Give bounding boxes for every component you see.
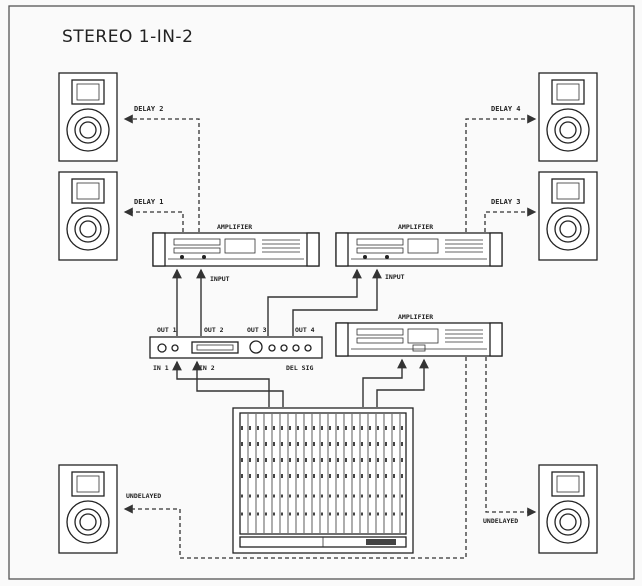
label-input-right: INPUT bbox=[385, 273, 405, 281]
speaker-undelayed-left bbox=[58, 464, 118, 554]
label-out-3: OUT 3 bbox=[247, 326, 267, 334]
label-amplifier-right: AMPLIFIER bbox=[398, 223, 433, 231]
label-amplifier-left: AMPLIFIER bbox=[217, 223, 252, 231]
speaker-undelayed-right bbox=[538, 464, 598, 554]
label-delay-4: DELAY 4 bbox=[491, 105, 521, 113]
label-del-sig: DEL SIG bbox=[286, 364, 313, 372]
label-undelayed-left: UNDELAYED bbox=[126, 492, 161, 500]
label-out-2: OUT 2 bbox=[204, 326, 224, 334]
label-delay-1: DELAY 1 bbox=[134, 198, 164, 206]
label-delay-2: DELAY 2 bbox=[134, 105, 164, 113]
label-delay-3: DELAY 3 bbox=[491, 198, 521, 206]
diagram-title: STEREO 1-IN-2 bbox=[62, 27, 193, 47]
label-input-left: INPUT bbox=[210, 275, 230, 283]
speaker-delay-2 bbox=[58, 72, 118, 162]
amplifier-main bbox=[335, 322, 503, 357]
speaker-delay-4 bbox=[538, 72, 598, 162]
amplifier-left bbox=[152, 232, 320, 267]
mixing-console bbox=[232, 407, 414, 554]
speaker-delay-1 bbox=[58, 171, 118, 261]
speaker-wires bbox=[123, 114, 537, 559]
digital-delay-unit bbox=[149, 336, 323, 359]
label-in-2: IN 2 bbox=[199, 364, 215, 372]
diagram-frame bbox=[8, 5, 635, 580]
label-out-1: OUT 1 bbox=[157, 326, 177, 334]
label-in-1: IN 1 bbox=[153, 364, 169, 372]
amplifier-right bbox=[335, 232, 503, 267]
label-out-4: OUT 4 bbox=[295, 326, 315, 334]
label-amplifier-main: AMPLIFIER bbox=[398, 313, 433, 321]
label-undelayed-right: UNDELAYED bbox=[483, 517, 518, 525]
signal-wires bbox=[172, 268, 429, 407]
speaker-delay-3 bbox=[538, 171, 598, 261]
